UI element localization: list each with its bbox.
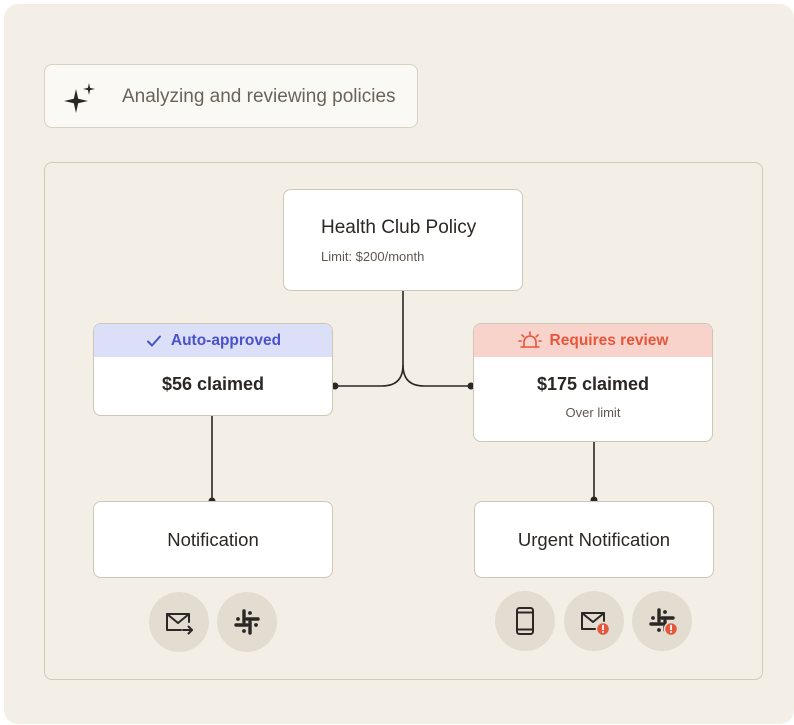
policy-limit: Limit: $200/month: [321, 249, 425, 264]
check-icon: [146, 335, 161, 346]
policy-title: Health Club Policy: [321, 217, 477, 238]
phone-channel: [495, 591, 555, 651]
phone-icon: [516, 607, 534, 635]
connector-policy-branch-right: [402, 364, 471, 387]
claim-node-approved: Auto-approved $56 claimed: [93, 323, 333, 416]
claim-note: Over limit: [565, 405, 621, 420]
urgent-notification-node: Urgent Notification: [474, 501, 714, 578]
claim-status-header: Auto-approved: [94, 324, 332, 357]
slack-icon: [234, 609, 260, 635]
claim-status-label: Auto-approved: [170, 331, 282, 349]
claim-status-label: Requires review: [549, 331, 669, 349]
status-text: Analyzing and reviewing policies: [122, 86, 396, 107]
sparkle-icon: [64, 83, 95, 113]
email-alert-icon: [581, 612, 611, 637]
notification-node: Notification: [93, 501, 333, 578]
claim-amount: $175 claimed: [536, 374, 650, 394]
slack-alert-channel: [632, 591, 692, 651]
notification-label: Notification: [167, 528, 259, 550]
email-alert-channel: [564, 591, 624, 651]
email-channel: [149, 592, 209, 652]
siren-icon: [517, 330, 542, 348]
connector-policy-branch: [335, 290, 404, 387]
status-card: Analyzing and reviewing policies: [44, 64, 418, 128]
slack-channel: [217, 592, 277, 652]
connector-dot: [331, 382, 339, 390]
policy-node: Health Club Policy Limit: $200/month: [283, 189, 523, 291]
slack-alert-icon: [649, 608, 679, 637]
claim-amount: $56 claimed: [161, 374, 265, 394]
policy-diagram-panel: [44, 162, 763, 680]
email-forward-icon: [166, 613, 193, 635]
claim-status-header: Requires review: [474, 324, 712, 357]
connector-dot: [467, 382, 475, 390]
claim-node-review: Requires review $175 claimed Over limit: [473, 323, 713, 442]
notification-label: Urgent Notification: [517, 528, 671, 550]
